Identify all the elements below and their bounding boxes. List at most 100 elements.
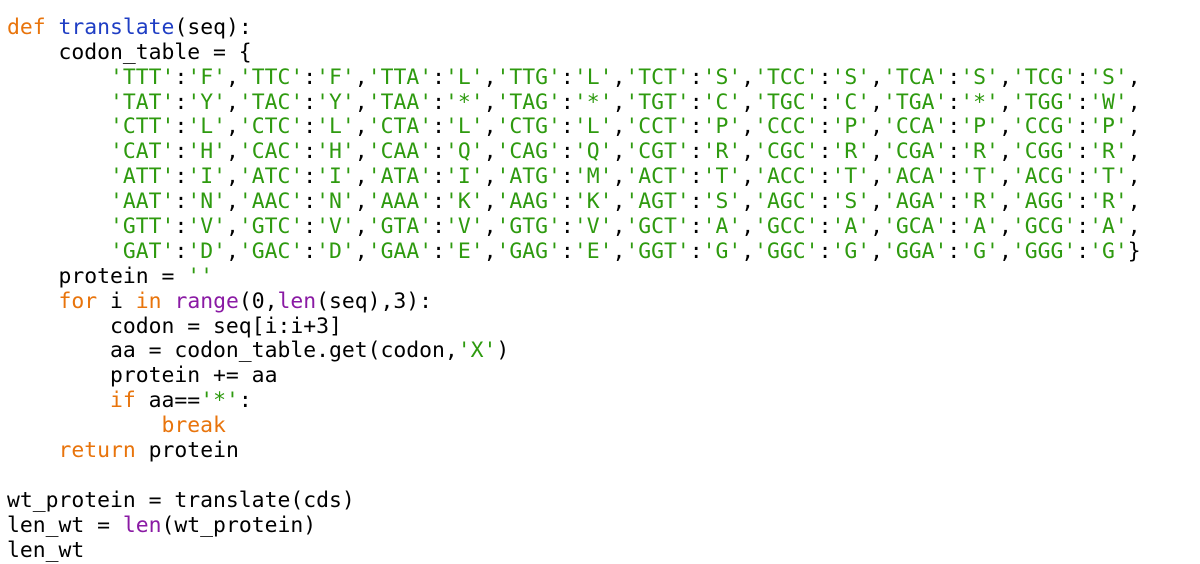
code-text: :	[947, 214, 961, 240]
string-token: 'GTT'	[110, 214, 175, 240]
string-token: 'AGG'	[1011, 189, 1077, 215]
string-token: 'S'	[960, 64, 999, 90]
string-token: 'A'	[1089, 214, 1128, 240]
string-token: 'P'	[831, 114, 871, 140]
string-token: 'CAT'	[110, 139, 175, 165]
code-line: 'GAT':'D','GAC':'D','GAA':'E','GAG':'E',…	[7, 238, 1197, 265]
string-token: '*'	[444, 89, 484, 115]
code-line: for i in range(0,len(seq),3):	[7, 288, 1197, 315]
string-token: 'AGA'	[883, 189, 948, 215]
string-token: 'M'	[573, 164, 613, 190]
code-text: ,	[225, 164, 239, 190]
code-line: def translate(seq):	[7, 14, 1197, 41]
string-token: 'CGC'	[754, 139, 819, 165]
code-text: :	[174, 214, 188, 240]
string-token: 'GGA'	[883, 238, 948, 264]
code-text: :	[174, 64, 188, 90]
string-token: 'A'	[960, 214, 999, 240]
code-text: :	[303, 238, 317, 264]
code-text	[7, 114, 110, 139]
string-token: 'TTA'	[367, 64, 433, 90]
string-token: 'AGT'	[625, 189, 690, 215]
code-text: ,	[998, 238, 1012, 264]
code-line: codon = seq[i:i+3]	[7, 314, 1197, 340]
string-token: 'T'	[960, 164, 999, 190]
code-text: ,	[612, 214, 626, 240]
code-text: ,	[741, 164, 755, 190]
string-token: 'CGT'	[625, 139, 690, 165]
string-token: 'GCT'	[625, 214, 690, 240]
string-token: 'G'	[702, 238, 742, 264]
code-text: (seq),3):	[316, 288, 433, 314]
code-text: :	[174, 89, 188, 115]
string-token: 'A'	[831, 214, 871, 240]
code-text: :	[432, 164, 445, 190]
string-token: 'S'	[1089, 64, 1128, 90]
code-line: if aa=='*':	[7, 388, 1197, 414]
code-text	[7, 413, 162, 438]
code-text: ,	[612, 139, 626, 165]
code-text: :	[1076, 238, 1090, 264]
string-token: 'ACC'	[754, 164, 819, 190]
code-text: ,	[998, 89, 1012, 115]
string-token: 'ATC'	[238, 164, 304, 190]
code-text: :	[560, 238, 574, 264]
code-text: i	[97, 288, 136, 314]
code-text	[7, 65, 110, 90]
code-text: ,	[354, 114, 368, 140]
string-token: 'I'	[444, 164, 484, 190]
code-text: :	[689, 214, 703, 240]
keyword-token: for	[58, 288, 98, 314]
string-token: 'TCG'	[1011, 64, 1077, 90]
string-token: 'CCG'	[1011, 114, 1077, 140]
code-text: :	[1076, 64, 1090, 90]
code-text: ,	[998, 64, 1012, 90]
string-token: 'L'	[187, 114, 226, 140]
code-text: :	[818, 214, 832, 240]
code-text: ,	[483, 164, 497, 190]
builtin-token: len	[122, 512, 162, 538]
code-text: ,	[870, 189, 883, 215]
code-text: ,	[998, 164, 1012, 190]
code-text: }	[1127, 238, 1141, 264]
string-token: 'Y'	[316, 89, 355, 115]
string-token: 'V'	[187, 214, 226, 240]
code-text: (seq):	[174, 14, 252, 40]
string-token: 'TAC'	[238, 89, 304, 115]
code-text: ,	[225, 238, 239, 264]
string-token: 'S'	[831, 64, 871, 90]
code-text: :	[303, 214, 317, 240]
code-line: 'CAT':'H','CAC':'H','CAA':'Q','CAG':'Q',…	[7, 139, 1197, 165]
string-token: 'GAA'	[367, 238, 433, 264]
code-text	[7, 214, 110, 239]
code-text: :	[689, 189, 703, 215]
code-text: ,	[741, 139, 755, 165]
string-token: 'CTA'	[367, 114, 433, 140]
code-text: :	[432, 64, 445, 90]
code-editor[interactable]: def translate(seq): codon_table = { 'TTT…	[7, 0, 1197, 563]
string-token: 'D'	[187, 238, 226, 264]
code-text	[7, 388, 110, 413]
code-text: ,	[998, 214, 1012, 240]
string-token: 'P'	[960, 114, 999, 140]
string-token: 'CTT'	[110, 114, 175, 140]
code-text: :	[689, 89, 703, 115]
code-text: ,	[741, 189, 755, 215]
code-text: len_wt =	[7, 512, 123, 538]
code-text	[7, 289, 59, 314]
code-line: len_wt = len(wt_protein)	[7, 512, 1197, 539]
code-text: )	[496, 338, 510, 364]
string-token: 'K'	[573, 189, 613, 215]
code-text: aa = codon_table.get(codon,	[7, 338, 458, 364]
code-text: ,	[870, 114, 883, 140]
code-text: :	[689, 164, 703, 190]
code-text: ,	[1127, 114, 1141, 140]
code-text: :	[1076, 114, 1090, 140]
code-text: :	[303, 164, 317, 190]
code-text: :	[818, 89, 832, 115]
code-text: :	[947, 189, 961, 215]
code-text: :	[303, 139, 317, 165]
string-token: 'V'	[316, 214, 355, 240]
code-text: :	[432, 214, 445, 240]
keyword-token: if	[110, 388, 136, 414]
